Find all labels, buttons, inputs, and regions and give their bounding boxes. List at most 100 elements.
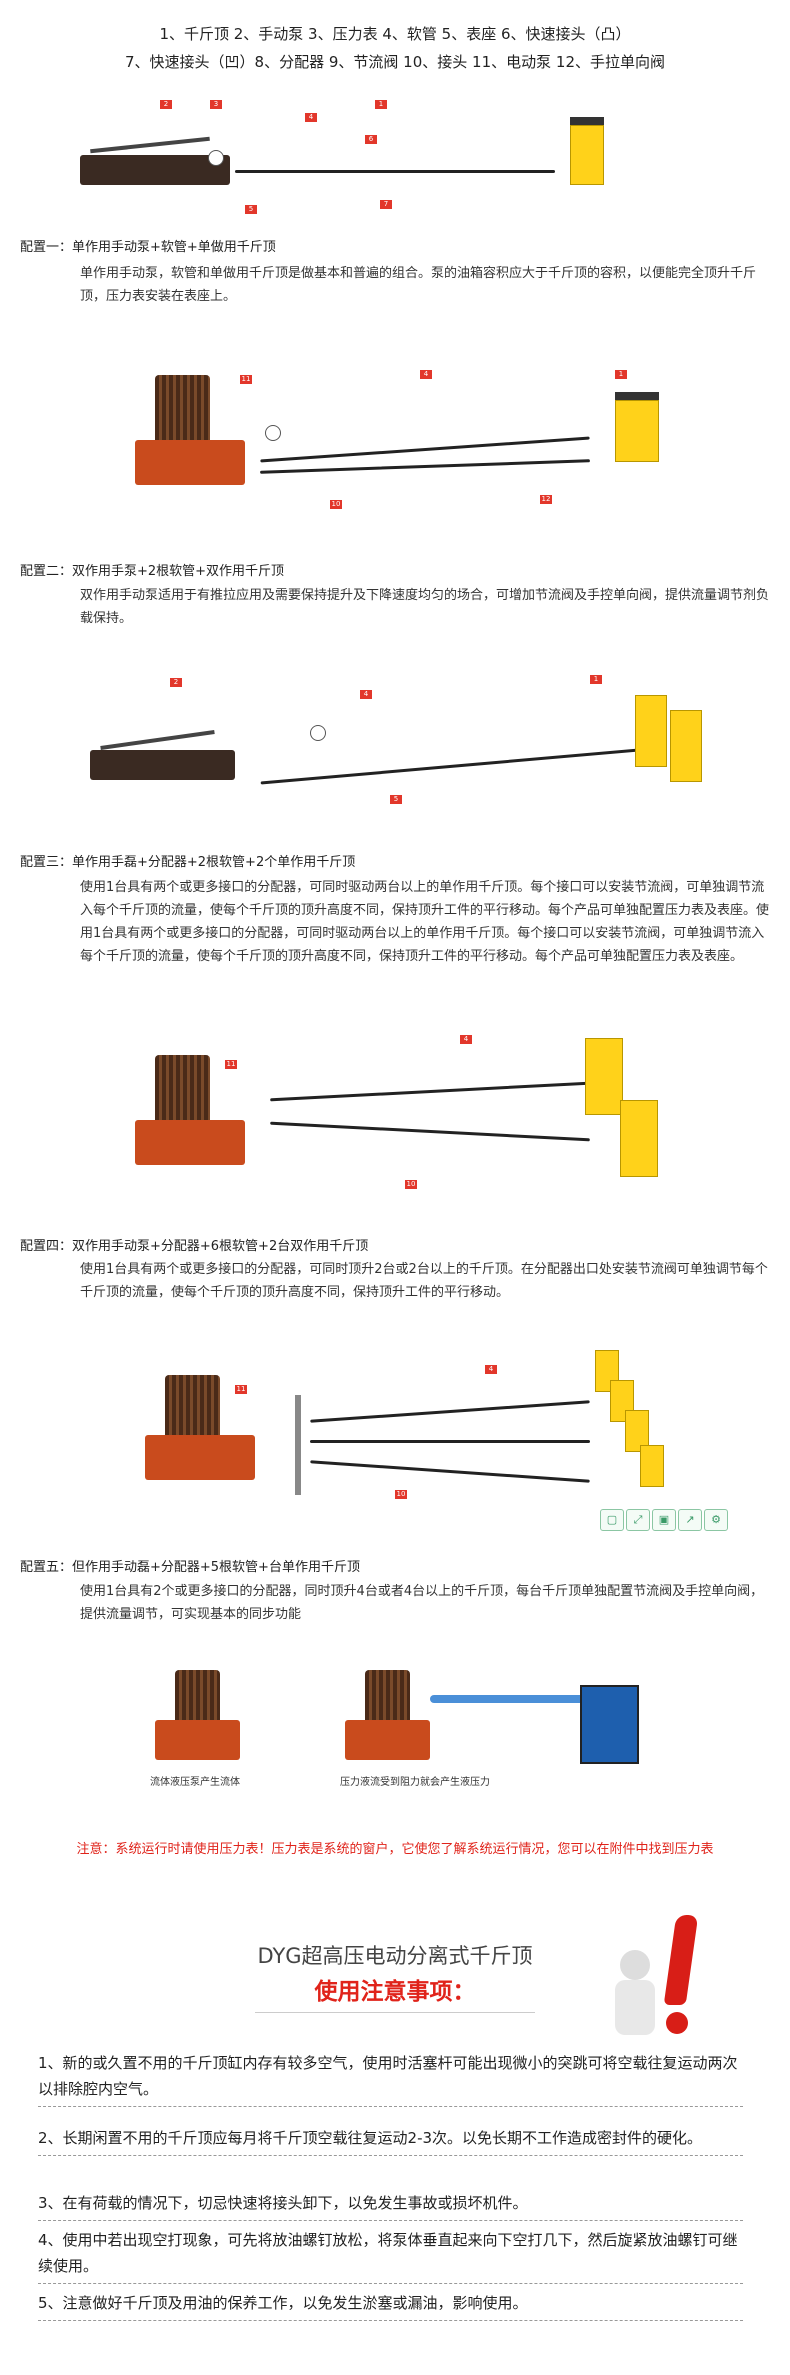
electric-motor xyxy=(155,1055,210,1125)
pressure-gauge xyxy=(208,150,224,166)
hose-lower xyxy=(270,1121,590,1142)
jack-cylinder-1 xyxy=(635,695,667,767)
hose-lower xyxy=(260,459,590,474)
electric-pump-left xyxy=(155,1720,240,1760)
label-4: 4 xyxy=(360,690,372,699)
hose-3 xyxy=(310,1460,590,1483)
electric-pump-tank xyxy=(135,440,245,485)
jack-cylinder xyxy=(570,125,604,185)
distributor xyxy=(295,1395,301,1495)
hose-upper xyxy=(270,1081,590,1102)
legend-line-2: 7、快速接头（凹）8、分配器 9、节流阀 10、接头 11、电动泵 12、手拉单… xyxy=(125,53,665,71)
hose xyxy=(260,748,640,785)
config-2-title: 配置二：双作用手泵+2根软管+双作用千斤顶 xyxy=(20,564,285,579)
save-icon[interactable]: ▣ xyxy=(652,1509,676,1531)
exclamation-dot xyxy=(666,2012,688,2034)
electric-pump-right xyxy=(345,1720,430,1760)
pressure-gauge xyxy=(265,425,281,441)
config-5-body: 使用1台具有2个或更多接口的分配器，同时顶升4台或者4台以上的千斤顶，每台千斤顶… xyxy=(80,1584,764,1622)
expand-icon[interactable]: ⤢ xyxy=(626,1509,650,1531)
config-1-title: 配置一：单作用手动泵+软管+单做用千斤顶 xyxy=(20,240,276,255)
hose xyxy=(235,170,555,173)
label-7: 7 xyxy=(380,200,392,209)
electric-motor-right xyxy=(365,1670,410,1725)
usage-heading: DYG超高压电动分离式千斤顶 xyxy=(257,1944,533,1968)
jack-cap xyxy=(570,117,604,125)
config-2-body: 双作用手动泵适用于有推拉应用及需要保持提升及下降速度均匀的场合，可增加节流阀及手… xyxy=(80,588,770,626)
diagram-fluid-illustration: 流体液压泵产生流体 压力液流受到阻力就会产生液压力 xyxy=(60,1655,740,1795)
config-4-body: 使用1台具有两个或更多接口的分配器，可同时顶升2台或2台以上的千斤顶。在分配器出… xyxy=(80,1262,768,1300)
pump-handle xyxy=(90,136,210,154)
usage-item-1: 1、新的或久置不用的千斤顶缸内存有较多空气，使用时活塞杆可能出现微小的突跳可将空… xyxy=(38,2050,743,2107)
label-3: 3 xyxy=(210,100,222,109)
electric-motor xyxy=(165,1375,220,1440)
hose-1 xyxy=(310,1400,590,1423)
electric-pump-tank xyxy=(145,1435,255,1480)
label-4: 4 xyxy=(305,113,317,122)
diagram-config-2: 11 4 1 10 12 xyxy=(60,330,740,510)
image-toolbar: ▢⤢▣↗⚙ xyxy=(600,1508,730,1531)
diagram-config-4: 11 4 10 xyxy=(60,1020,740,1215)
hand-pump xyxy=(80,155,230,185)
jack-cylinder-2 xyxy=(670,710,702,782)
caption-right: 压力液流受到阻力就会产生液压力 xyxy=(340,1777,490,1788)
config-3-title: 配置三：单作用手磊+分配器+2根软管+2个单作用千斤顶 xyxy=(20,855,356,870)
label-5: 5 xyxy=(245,205,257,214)
settings-icon[interactable]: ⚙ xyxy=(704,1509,728,1531)
copy-icon[interactable]: ▢ xyxy=(600,1509,624,1531)
hose-upper xyxy=(260,436,590,463)
jack-cylinder-1 xyxy=(585,1038,623,1115)
label-5: 5 xyxy=(390,795,402,804)
label-10: 10 xyxy=(395,1490,407,1499)
config-4-title: 配置四：双作用手动泵+分配器+6根软管+2台双作用千斤顶 xyxy=(20,1239,369,1254)
usage-item-2: 2、长期闲置不用的千斤顶应每月将千斤顶空载往复运动2-3次。以免长期不工作造成密… xyxy=(38,2125,743,2156)
label-11: 11 xyxy=(225,1060,237,1069)
label-1: 1 xyxy=(375,100,387,109)
label-10: 10 xyxy=(330,500,342,509)
usage-item-5: 5、注意做好千斤顶及用油的保养工作，以免发生淤塞或漏油，影响使用。 xyxy=(38,2290,743,2321)
notice-text: 注意：系统运行时请使用压力表！压力表是系统的窗户，它使您了解系统运行情况，您可以… xyxy=(76,1842,714,1857)
config-5-title: 配置五：但作用手动磊+分配器+5根软管+台单作用千斤顶 xyxy=(20,1560,360,1575)
label-2: 2 xyxy=(170,678,182,687)
heading-divider xyxy=(255,2012,535,2013)
label-4: 4 xyxy=(485,1365,497,1374)
label-6: 6 xyxy=(365,135,377,144)
exclamation-bar xyxy=(663,1915,699,2005)
jack-cylinder-4 xyxy=(640,1445,664,1487)
config-1-body: 单作用手动泵，软管和单做用千斤顶是做基本和普遍的组合。泵的油箱容积应大于千斤顶的… xyxy=(80,266,757,304)
pump-handle xyxy=(100,730,215,750)
jack-cap xyxy=(615,392,659,400)
figure-body xyxy=(615,1980,655,2035)
label-11: 11 xyxy=(240,375,252,384)
label-2: 2 xyxy=(160,100,172,109)
usage-subheading: 使用注意事项： xyxy=(314,1979,476,2005)
diagram-config-1: 2 3 4 5 6 7 1 xyxy=(60,95,740,220)
diagram-config-3: 2 4 1 5 xyxy=(60,660,740,810)
label-1: 1 xyxy=(615,370,627,379)
hand-pump xyxy=(90,750,235,780)
legend-line-1: 1、千斤顶 2、手动泵 3、压力表 4、软管 5、表座 6、快速接头（凸） xyxy=(159,25,631,43)
label-10: 10 xyxy=(405,1180,417,1189)
label-4: 4 xyxy=(460,1035,472,1044)
label-1: 1 xyxy=(590,675,602,684)
usage-item-3: 3、在有荷载的情况下，切忌快速将接头卸下，以免发生事故或损坏机件。 xyxy=(38,2190,743,2221)
caption-left: 流体液压泵产生流体 xyxy=(150,1777,240,1788)
jack-cylinder xyxy=(615,400,659,462)
pressure-gauge xyxy=(310,725,326,741)
exclamation-figure xyxy=(600,1910,720,2040)
electric-pump-tank xyxy=(135,1120,245,1165)
share-icon[interactable]: ↗ xyxy=(678,1509,702,1531)
label-12: 12 xyxy=(540,495,552,504)
electric-motor xyxy=(155,375,210,445)
label-11: 11 xyxy=(235,1385,247,1394)
electric-motor-left xyxy=(175,1670,220,1725)
figure-head xyxy=(620,1950,650,1980)
usage-item-4: 4、使用中若出现空打现象，可先将放油螺钉放松，将泵体垂直起来向下空打几下，然后旋… xyxy=(38,2227,743,2284)
jack-blue xyxy=(580,1685,639,1764)
hose-2 xyxy=(310,1440,590,1443)
label-4: 4 xyxy=(420,370,432,379)
jack-cylinder-2 xyxy=(620,1100,658,1177)
blue-hose xyxy=(430,1695,600,1703)
config-3-body: 使用1台具有两个或更多接口的分配器，可同时驱动两台以上的单作用千斤顶。每个接口可… xyxy=(80,880,770,964)
diagram-config-5: 11 4 10 xyxy=(60,1350,740,1510)
